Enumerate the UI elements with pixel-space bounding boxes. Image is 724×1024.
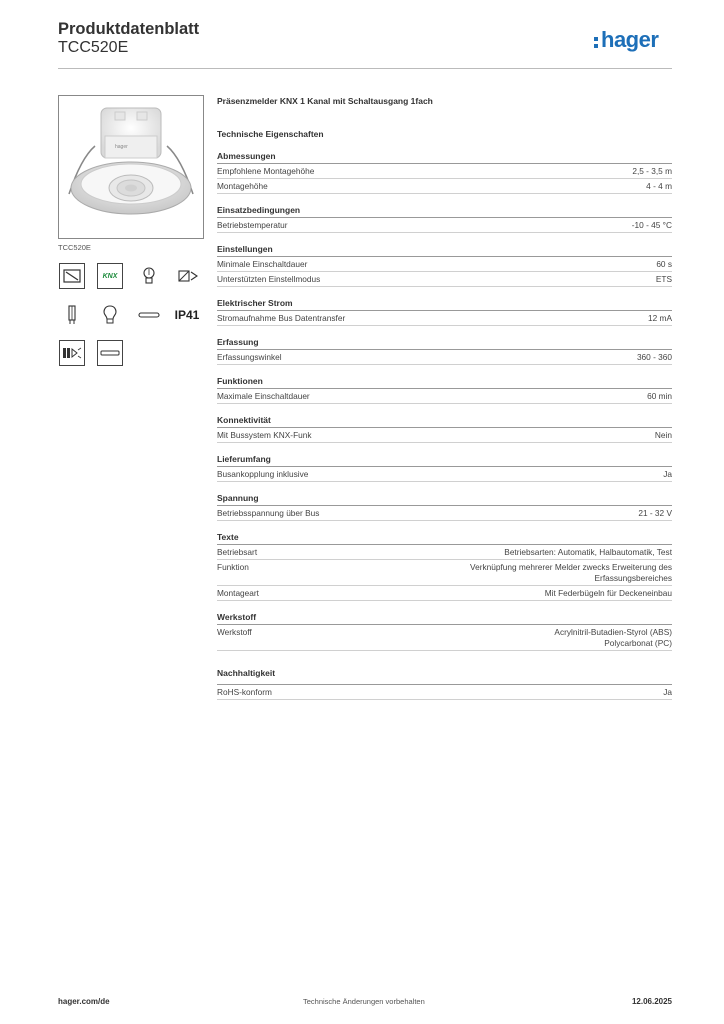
section-elektrischer-strom: Elektrischer Strom Stromaufnahme Bus Dat… xyxy=(217,298,672,326)
spec-value: 360 - 360 xyxy=(636,352,672,362)
spec-value: 12 mA xyxy=(648,313,672,323)
spec-value: 21 - 32 V xyxy=(638,508,672,518)
lamp-bulb-icon xyxy=(136,263,162,289)
section-nachhaltigkeit: Nachhaltigkeit RoHS-konform Ja xyxy=(217,668,672,700)
logo-dots-icon xyxy=(594,36,600,48)
section-title: Konnektivität xyxy=(217,415,672,428)
image-caption: TCC520E xyxy=(58,243,91,252)
section-title: Einsatzbedingungen xyxy=(217,205,672,218)
motion-sensor-icon xyxy=(175,263,201,289)
spec-label: Empfohlene Montagehöhe xyxy=(217,166,315,176)
logo-text: hager xyxy=(601,27,659,52)
footer-website-link[interactable]: hager.com/de xyxy=(58,997,110,1006)
section-einstellungen: Einstellungen Minimale Einschaltdauer 60 … xyxy=(217,244,672,287)
spec-row: Busankopplung inklusive Ja xyxy=(217,467,672,482)
spec-value: 60 min xyxy=(647,391,672,401)
spec-label: RoHS-konform xyxy=(217,687,272,697)
spec-row: Betriebsart Betriebsarten: Automatik, Hal… xyxy=(217,545,672,560)
spec-label: Erfassungswinkel xyxy=(217,352,282,362)
spec-label: Montageart xyxy=(217,588,259,598)
technical-properties-heading: Technische Eigenschaften xyxy=(217,129,324,139)
spec-label: Werkstoff xyxy=(217,627,252,637)
spec-label: Busankopplung inklusive xyxy=(217,469,309,479)
spec-content: Präsenzmelder KNX 1 Kanal mit Schaltausg… xyxy=(217,96,672,700)
section-title: Elektrischer Strom xyxy=(217,298,672,311)
section-title: Nachhaltigkeit xyxy=(217,668,672,685)
section-title: Erfassung xyxy=(217,337,672,350)
knx-icon: KNX xyxy=(97,263,123,289)
spec-value: Ja xyxy=(663,469,672,479)
spec-label: Unterstützten Einstellmodus xyxy=(217,274,321,284)
spec-value: Verknüpfung mehrerer Melder zwecks Erwei… xyxy=(470,562,672,583)
spec-row: Montagehöhe 4 - 4 m xyxy=(217,179,672,194)
spec-row: Minimale Einschaltdauer 60 s xyxy=(217,257,672,272)
section-konnektivitaet: Konnektivität Mit Bussystem KNX-Funk Nein xyxy=(217,415,672,443)
section-title: Werkstoff xyxy=(217,612,672,625)
section-abmessungen: Abmessungen Empfohlene Montagehöhe 2,5 - … xyxy=(217,151,672,194)
spec-label: Minimale Einschaltdauer xyxy=(217,259,308,269)
spec-row: Werkstoff Acrylnitril-Butadien-Styrol (AB… xyxy=(217,625,672,651)
spec-label: Betriebstemperatur xyxy=(217,220,288,230)
spec-label: Betriebsspannung über Bus xyxy=(217,508,320,518)
spec-value: Nein xyxy=(654,430,672,440)
spec-label: Betriebsart xyxy=(217,547,258,557)
spec-value: 2,5 - 3,5 m xyxy=(632,166,672,176)
flush-mount-icon xyxy=(59,263,85,289)
svg-text:hager: hager xyxy=(115,144,128,150)
spec-row: Empfohlene Montagehöhe 2,5 - 3,5 m xyxy=(217,164,672,179)
spec-row: Montageart Mit Federbügeln für Deckeneinb… xyxy=(217,586,672,601)
section-lieferumfang: Lieferumfang Busankopplung inklusive Ja xyxy=(217,454,672,482)
hager-logo: hager xyxy=(594,27,659,53)
tube-lamp-icon xyxy=(136,302,162,328)
presence-detector-illustration: hager xyxy=(68,107,194,215)
product-code: TCC520E xyxy=(58,39,129,56)
spec-value: 60 s xyxy=(656,259,672,269)
spec-label: Funktion xyxy=(217,562,249,572)
section-spannung: Spannung Betriebsspannung über Bus 21 - 3… xyxy=(217,493,672,521)
spec-label: Mit Bussystem KNX-Funk xyxy=(217,430,312,440)
footer-disclaimer: Technische Änderungen vorbehalten xyxy=(303,997,425,1006)
spec-row: Stromaufnahme Bus Datentransfer 12 mA xyxy=(217,311,672,326)
incandescent-bulb-icon xyxy=(97,302,123,328)
spec-row: Betriebstemperatur -10 - 45 °C xyxy=(217,218,672,233)
spec-row: Erfassungswinkel 360 - 360 xyxy=(217,350,672,365)
header-divider xyxy=(58,68,672,69)
spec-row: Mit Bussystem KNX-Funk Nein xyxy=(217,428,672,443)
spec-value: Betriebsarten: Automatik, Halbautomatik,… xyxy=(504,547,672,557)
section-title: Spannung xyxy=(217,493,672,506)
section-texte: Texte Betriebsart Betriebsarten: Automati… xyxy=(217,532,672,601)
product-title: Präsenzmelder KNX 1 Kanal mit Schaltausg… xyxy=(217,96,433,106)
spec-value: Ja xyxy=(663,687,672,697)
spec-value: ETS xyxy=(655,274,672,284)
section-einsatzbedingungen: Einsatzbedingungen Betriebstemperatur -10… xyxy=(217,205,672,233)
section-title: Funktionen xyxy=(217,376,672,389)
spec-label: Stromaufnahme Bus Datentransfer xyxy=(217,313,346,323)
spec-value: Mit Federbügeln für Deckeneinbau xyxy=(544,588,672,598)
section-title: Lieferumfang xyxy=(217,454,672,467)
fluorescent-lamp-icon xyxy=(59,302,85,328)
spec-label: Maximale Einschaltdauer xyxy=(217,391,310,401)
knx-label: KNX xyxy=(102,272,118,280)
spec-row: Betriebsspannung über Bus 21 - 32 V xyxy=(217,506,672,521)
product-image: hager xyxy=(58,95,204,239)
ip-rating-badge: IP41 xyxy=(174,308,200,322)
section-title: Abmessungen xyxy=(217,151,672,164)
spec-row: RoHS-konform Ja xyxy=(217,685,672,700)
spec-value: 4 - 4 m xyxy=(646,181,672,191)
spec-row: Unterstützten Einstellmodus ETS xyxy=(217,272,672,287)
spec-label: Montagehöhe xyxy=(217,181,268,191)
footer-date: 12.06.2025 xyxy=(631,997,672,1006)
page-title: Produktdatenblatt xyxy=(58,20,200,38)
spec-value: -10 - 45 °C xyxy=(631,220,672,230)
spec-value: Acrylnitril-Butadien-Styrol (ABS) Polyca… xyxy=(554,627,672,648)
spec-row: Funktion Verknüpfung mehrerer Melder zwec… xyxy=(217,560,672,586)
linear-light-icon xyxy=(97,340,123,366)
section-erfassung: Erfassung Erfassungswinkel 360 - 360 xyxy=(217,337,672,365)
spec-row: Maximale Einschaltdauer 60 min xyxy=(217,389,672,404)
led-driver-icon xyxy=(59,340,85,366)
section-title: Texte xyxy=(217,532,672,545)
section-title: Einstellungen xyxy=(217,244,672,257)
section-funktionen: Funktionen Maximale Einschaltdauer 60 min xyxy=(217,376,672,404)
